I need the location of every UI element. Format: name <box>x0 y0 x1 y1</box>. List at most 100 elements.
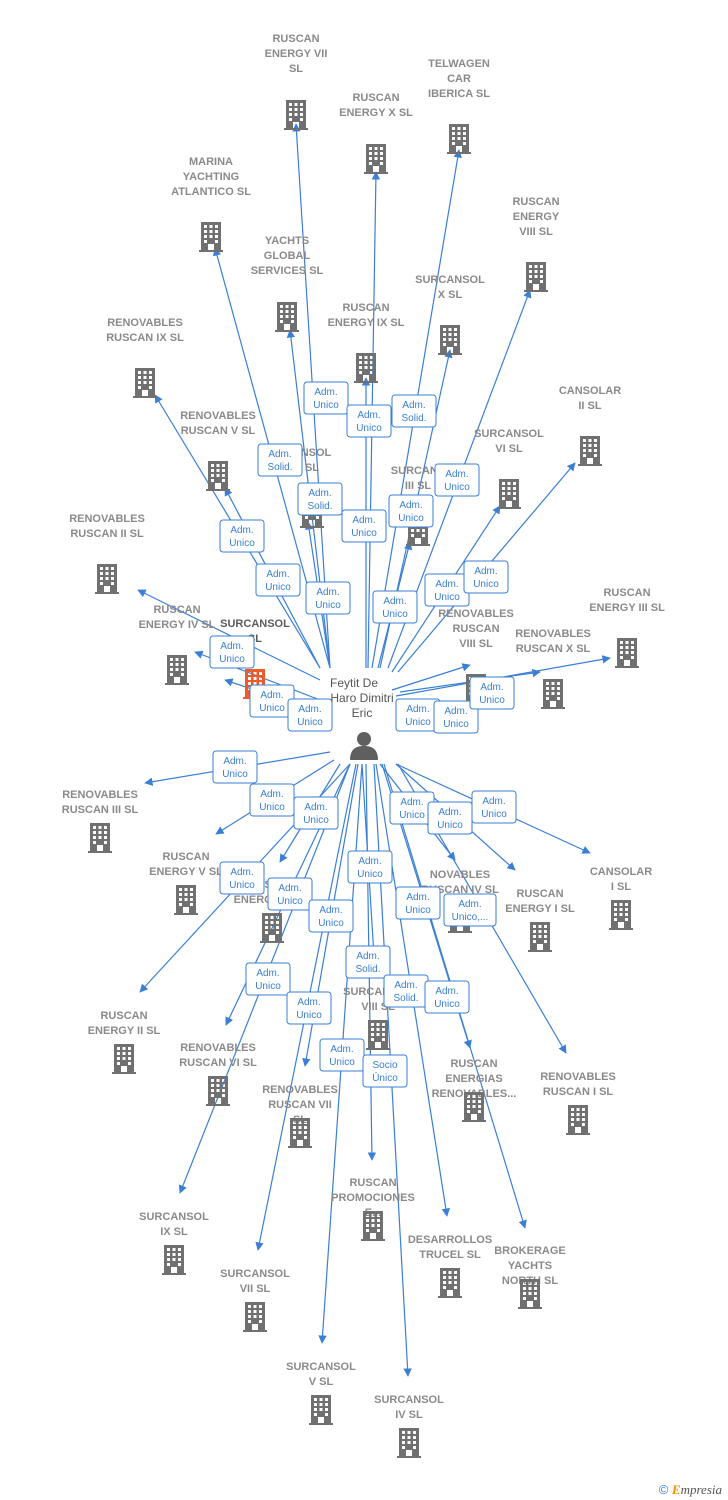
role-badge[interactable]: Adm.Unico <box>319 1038 365 1072</box>
company-label: RUSCAN <box>452 623 499 635</box>
badge-box <box>287 698 333 732</box>
role-badge[interactable]: Adm.Solid. <box>257 443 303 477</box>
role-badge[interactable]: Adm.Unico <box>286 991 332 1025</box>
role-badge[interactable]: Adm.Unico <box>433 700 479 734</box>
company-label: RUSCAN <box>153 604 200 616</box>
badge-text: Solid. <box>355 964 380 975</box>
role-badge[interactable]: Adm.Unico <box>308 899 354 933</box>
role-badge[interactable]: Adm.Unico <box>249 783 295 817</box>
role-badge[interactable]: Adm.Unico <box>424 573 470 607</box>
company-label: RUSCAN V SL <box>181 425 256 437</box>
role-badge[interactable]: Adm.Unico <box>287 698 333 732</box>
role-badge[interactable]: Adm.Unico <box>463 560 509 594</box>
role-badge[interactable]: Adm.Unico <box>293 796 339 830</box>
company-label: RENOVABLES <box>180 1042 256 1054</box>
role-badge[interactable]: Adm.Solid. <box>297 482 343 516</box>
company-label: IX SL <box>160 1226 188 1238</box>
role-badge[interactable]: Adm.Unico <box>267 877 313 911</box>
role-badge[interactable]: Adm.Unico,... <box>443 893 497 927</box>
center-name-line-3: Eric <box>352 706 373 720</box>
role-badge[interactable]: Adm.Unico <box>255 563 301 597</box>
badge-text: Adm. <box>268 449 291 460</box>
company-node-ruscan-energias-renovables[interactable]: RUSCANENERGIASRENOVABLES... <box>432 1058 517 1122</box>
badge-box <box>434 463 480 497</box>
center-person[interactable]: Feytit De Haro Dimitri Eric <box>330 676 394 760</box>
role-badge[interactable]: Adm.Unico <box>372 590 418 624</box>
role-badge[interactable]: Adm.Unico <box>219 861 265 895</box>
role-badge[interactable]: Adm.Unico <box>305 581 351 615</box>
badge-text: Unico <box>473 579 499 590</box>
role-badge[interactable]: Adm.Unico <box>303 381 349 415</box>
company-label: I SL <box>611 881 631 893</box>
badge-text: Solid. <box>401 413 426 424</box>
role-badge[interactable]: Adm.Unico <box>388 494 434 528</box>
role-badge[interactable]: Adm.Unico <box>424 980 470 1014</box>
role-badge[interactable]: Adm.Unico <box>469 676 515 710</box>
role-badge[interactable]: Adm.Unico <box>219 519 265 553</box>
badge-text: Adm. <box>314 387 337 398</box>
badge-text: Adm. <box>260 690 283 701</box>
role-badge[interactable]: Adm.Unico <box>341 509 387 543</box>
role-badge[interactable]: Adm.Solid. <box>391 394 437 428</box>
building-icon <box>366 1020 390 1050</box>
role-badge[interactable]: Adm.Unico <box>212 750 258 784</box>
role-badge[interactable]: Adm.Solid. <box>383 974 429 1008</box>
badge-text: Unico <box>318 918 344 929</box>
badge-box <box>245 962 291 996</box>
role-badge[interactable]: Adm.Unico <box>347 850 393 884</box>
company-node-ruscan-promociones[interactable]: RUSCANPROMOCIONESE... <box>331 1177 415 1241</box>
role-badge[interactable]: Adm.Unico <box>346 404 392 438</box>
role-badge[interactable]: Adm.Solid. <box>345 945 391 979</box>
role-badge[interactable]: Adm.Unico <box>395 698 441 732</box>
company-label: RENOVABLES <box>540 1071 616 1083</box>
company-label: RUSCAN <box>450 1058 497 1070</box>
role-badge[interactable]: Adm.Unico <box>427 801 473 835</box>
role-badge[interactable]: Adm.Unico <box>395 886 441 920</box>
role-badge[interactable]: Adm.Unico <box>245 962 291 996</box>
company-label: ENERGY II SL <box>88 1025 161 1037</box>
badge-box <box>443 893 497 927</box>
company-label: YACHTS <box>508 1260 552 1272</box>
role-badge[interactable]: Adm.Unico <box>471 790 517 824</box>
role-badge[interactable]: Adm.Unico <box>389 791 435 825</box>
role-badge[interactable]: Adm.Unico <box>249 684 295 718</box>
company-node-brokerage-yachts-north[interactable]: BROKERAGEYACHTSNORTH SL <box>494 1245 566 1309</box>
company-label: PROMOCIONES <box>331 1192 415 1204</box>
role-badge[interactable]: Adm.Unico <box>434 463 480 497</box>
role-badge[interactable]: Adm.Unico <box>209 635 255 669</box>
badge-box <box>347 850 393 884</box>
